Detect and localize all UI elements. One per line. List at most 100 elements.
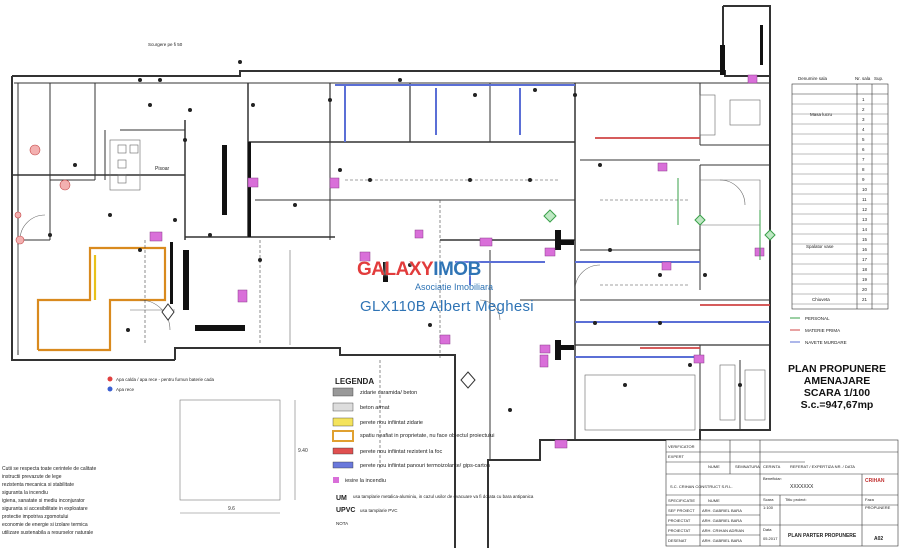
left-notes: Cutii se respecta toate cerintele de cal… bbox=[2, 466, 96, 536]
table-cell: Spalator vase bbox=[806, 244, 834, 249]
note-line: protectie impotriva zgomotului bbox=[2, 514, 68, 520]
legend-title: LEGENDA bbox=[335, 377, 374, 386]
table-row-number: 19 bbox=[862, 277, 868, 282]
note-line: utilizare sustenabila a resurselor natur… bbox=[2, 530, 93, 536]
top-note: Scurgere pe fi 50 bbox=[148, 42, 183, 47]
stamp-cell: NUME bbox=[708, 498, 720, 503]
plan-title-block: PLAN PROPUNERE AMENAJARE SCARA 1/100 S.c… bbox=[787, 363, 887, 411]
legend-materie: MATERIE PRIMA bbox=[805, 328, 840, 333]
stamp-cell: SEF PROIECT bbox=[668, 508, 695, 513]
table-header: Sup. bbox=[874, 76, 883, 81]
section-markers bbox=[161, 303, 476, 389]
legend-note: NOTA bbox=[336, 521, 348, 526]
dimension-lines bbox=[144, 179, 690, 470]
stamp-cell: 05.2017 bbox=[763, 536, 778, 541]
watermark-sub: Asociatie Imobiliara bbox=[415, 282, 494, 292]
legend-item: perete nou infiintat rezistent la foc bbox=[360, 449, 442, 455]
table-row-number: 7 bbox=[862, 157, 865, 162]
watermark-brand-a: GALAXY bbox=[357, 259, 434, 280]
stamp-cell: NUME bbox=[708, 464, 720, 469]
plan-title: PLAN PROPUNERE bbox=[787, 363, 886, 375]
stamp-cell: PROPUNERE bbox=[865, 505, 891, 510]
legend-personal: PERSONAL bbox=[805, 316, 830, 321]
legend-water-cold: Apa rece bbox=[116, 387, 135, 392]
dim-label: 9.6 bbox=[228, 506, 235, 512]
table-row-number: 9 bbox=[862, 177, 865, 182]
legend-item: perete nou infiintat panouri termoizolan… bbox=[360, 463, 490, 469]
table-row-number: 16 bbox=[862, 247, 868, 252]
stamp-cell: ARH. GABRIEL BARA bbox=[702, 518, 742, 523]
blue-partitions bbox=[335, 84, 770, 358]
legend-item: perete nou infiintat zidarie bbox=[360, 420, 423, 426]
table-row-number: 15 bbox=[862, 237, 868, 242]
stamp-plan-name: PLAN PARTER PROPUNERE bbox=[788, 533, 857, 539]
stamp-cell: SPECIFICATIE bbox=[668, 498, 695, 503]
watermark-brand-b: IMOB bbox=[433, 259, 481, 280]
note-line: economie de energie si izolare termica bbox=[2, 522, 88, 528]
note-line: Cutii se respecta toate cerintele de cal… bbox=[2, 466, 96, 472]
table-row-number: 2 bbox=[862, 107, 865, 112]
table-row-number: 8 bbox=[862, 167, 865, 172]
legend-item: beton armat bbox=[360, 405, 390, 411]
legend-fire-exit: iesire la incendiu bbox=[345, 478, 386, 484]
scale-box bbox=[179, 399, 296, 514]
table-row-number: 3 bbox=[862, 117, 865, 122]
title-stamp bbox=[665, 439, 899, 547]
stamp-cell: PROIECTAT bbox=[668, 518, 691, 523]
table-row-number: 21 bbox=[862, 297, 868, 302]
stamp-cell: EXPERT bbox=[668, 454, 684, 459]
legend-item: usa tamplarie metalica-aluminiu, in cazu… bbox=[353, 494, 534, 499]
stamp-cell: XXXXXXX bbox=[790, 484, 814, 490]
main-walls bbox=[11, 5, 771, 548]
right-legend: PERSONAL MATERIE PRIMA NAVETE MURDARE bbox=[790, 316, 847, 345]
note-line: siguranta la incendiu bbox=[2, 490, 48, 496]
legend-navete: NAVETE MURDARE bbox=[805, 340, 847, 345]
orange-partitions bbox=[36, 246, 167, 352]
table-header: Nr. sala bbox=[855, 76, 871, 81]
plan-subtitle: AMENAJARE bbox=[803, 375, 871, 387]
table-row-number: 17 bbox=[862, 257, 868, 262]
stamp-cell: ARH. GABRIEL BARA bbox=[702, 538, 742, 543]
svg-text:UM: UM bbox=[336, 495, 347, 502]
sink-fixtures bbox=[149, 74, 765, 449]
stamp-cell: Faza bbox=[865, 497, 875, 502]
stamp-cell: ARH. GABRIEL BARA bbox=[702, 508, 742, 513]
room-table bbox=[791, 83, 889, 310]
table-row-number: 4 bbox=[862, 127, 865, 132]
solid-walls bbox=[170, 25, 763, 360]
green-markers bbox=[543, 178, 776, 260]
legend-item: spatiu neafiat in proprietate, nu face o… bbox=[360, 433, 495, 439]
stamp-plansa: A02 bbox=[874, 536, 883, 542]
plan-area: S.c.=947,67mp bbox=[800, 399, 874, 411]
stamp-cell: CERINTA bbox=[763, 464, 781, 469]
interior-details bbox=[17, 94, 766, 431]
stamp-brand: CRIHAN bbox=[865, 478, 885, 484]
note-line: instructii prevazute de lege bbox=[2, 474, 62, 480]
table-row-number: 5 bbox=[862, 137, 865, 142]
stamp-cell: S.C. CRIHAN CONSTRUCT S.R.L. bbox=[670, 484, 733, 489]
svg-text:UPVC: UPVC bbox=[336, 507, 355, 514]
watermark-brand: GALAXYIMOB bbox=[357, 259, 481, 281]
stamp-cell: Scara bbox=[763, 497, 774, 502]
red-firewalls bbox=[595, 137, 770, 349]
stamp-cell: VERIFICATOR bbox=[668, 444, 695, 449]
room-label: Pisoar bbox=[155, 166, 170, 172]
stamp-cell: DESENAT bbox=[668, 538, 687, 543]
table-row-number: 14 bbox=[862, 227, 868, 232]
plan-scale: SCARA 1/100 bbox=[803, 387, 871, 399]
stamp-cell: Titlu proiect: bbox=[785, 497, 807, 502]
table-row-number: 10 bbox=[862, 187, 868, 192]
stamp-cell: Data bbox=[763, 527, 772, 532]
stamp-cell: ARH. CRIHAN ADRIAN bbox=[702, 528, 744, 533]
stamp-cell: 1:100 bbox=[763, 505, 774, 510]
table-cell: Masa lucru bbox=[810, 112, 833, 117]
table-row-number: 12 bbox=[862, 207, 868, 212]
table-row-number: 6 bbox=[862, 147, 865, 152]
legend: LEGENDA zidarie caramida/ beton beton ar… bbox=[107, 376, 534, 526]
note-line: siguranta si accesibilitate in exploatar… bbox=[2, 506, 88, 512]
note-line: igiena, sanatate si mediu inconjurator bbox=[2, 498, 85, 504]
note-line: rezistenta mecanica si stabilitate bbox=[2, 482, 74, 488]
table-row-number: 18 bbox=[862, 267, 868, 272]
